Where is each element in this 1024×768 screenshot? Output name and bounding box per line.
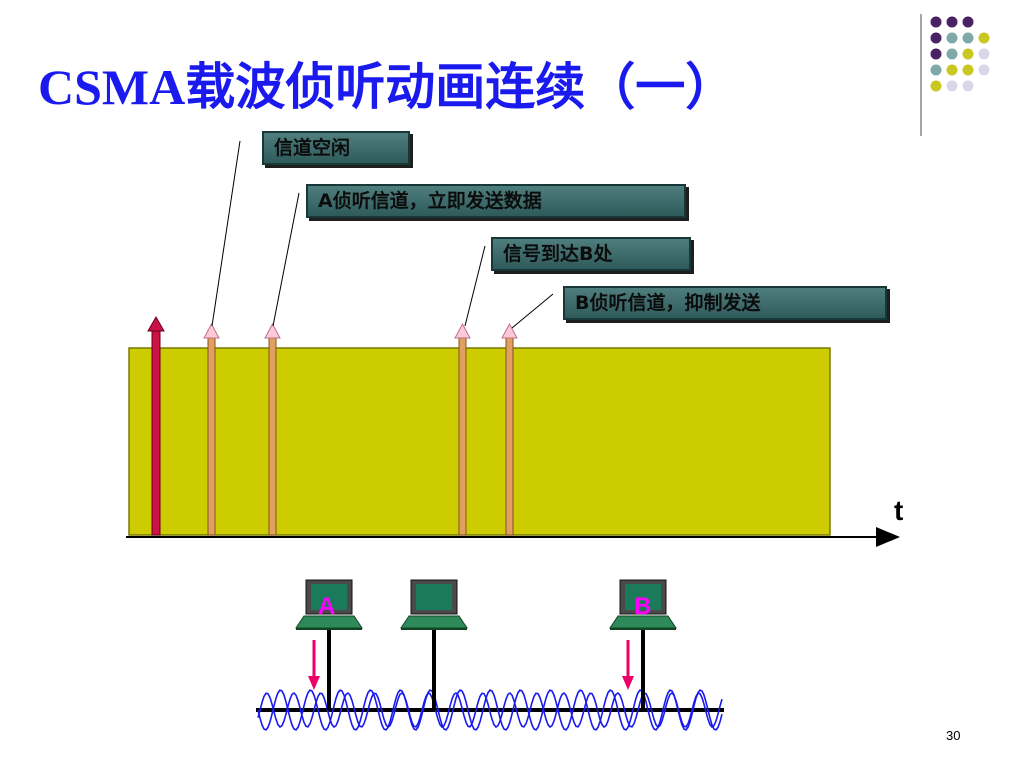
callout-a-listens-sends: A侦听信道，立即发送数据 bbox=[306, 184, 686, 218]
computer-2 bbox=[400, 579, 468, 630]
station-a-send-arrow bbox=[308, 640, 320, 690]
event-marker-arrow-2 bbox=[264, 322, 281, 536]
station-label-a: A bbox=[318, 593, 335, 620]
callout-leader-2 bbox=[272, 192, 300, 327]
event-marker-arrow-1 bbox=[203, 322, 220, 536]
station-b-sense-arrow bbox=[622, 640, 634, 690]
time-axis-label: t bbox=[894, 495, 903, 526]
callout-channel-idle: 信道空闲 bbox=[262, 131, 410, 165]
computer-a bbox=[295, 579, 363, 630]
event-marker-arrow-4 bbox=[501, 322, 518, 536]
event-marker-arrow-3 bbox=[454, 322, 471, 536]
page-number: 30 bbox=[946, 728, 961, 743]
slide-title: CSMA载波侦听动画连续（一） bbox=[38, 59, 736, 115]
callout-leader-3 bbox=[464, 245, 486, 327]
channel-block bbox=[128, 347, 831, 536]
callout-leader-4 bbox=[511, 293, 554, 329]
computer-b bbox=[609, 579, 677, 630]
callout-b-listens-defers: B侦听信道，抑制发送 bbox=[563, 286, 887, 320]
callout-leader-1 bbox=[211, 140, 241, 327]
callout-signal-reaches-b: 信号到达B处 bbox=[491, 237, 691, 271]
station-label-b: B bbox=[634, 593, 651, 620]
time-cursor-arrow bbox=[147, 315, 165, 536]
